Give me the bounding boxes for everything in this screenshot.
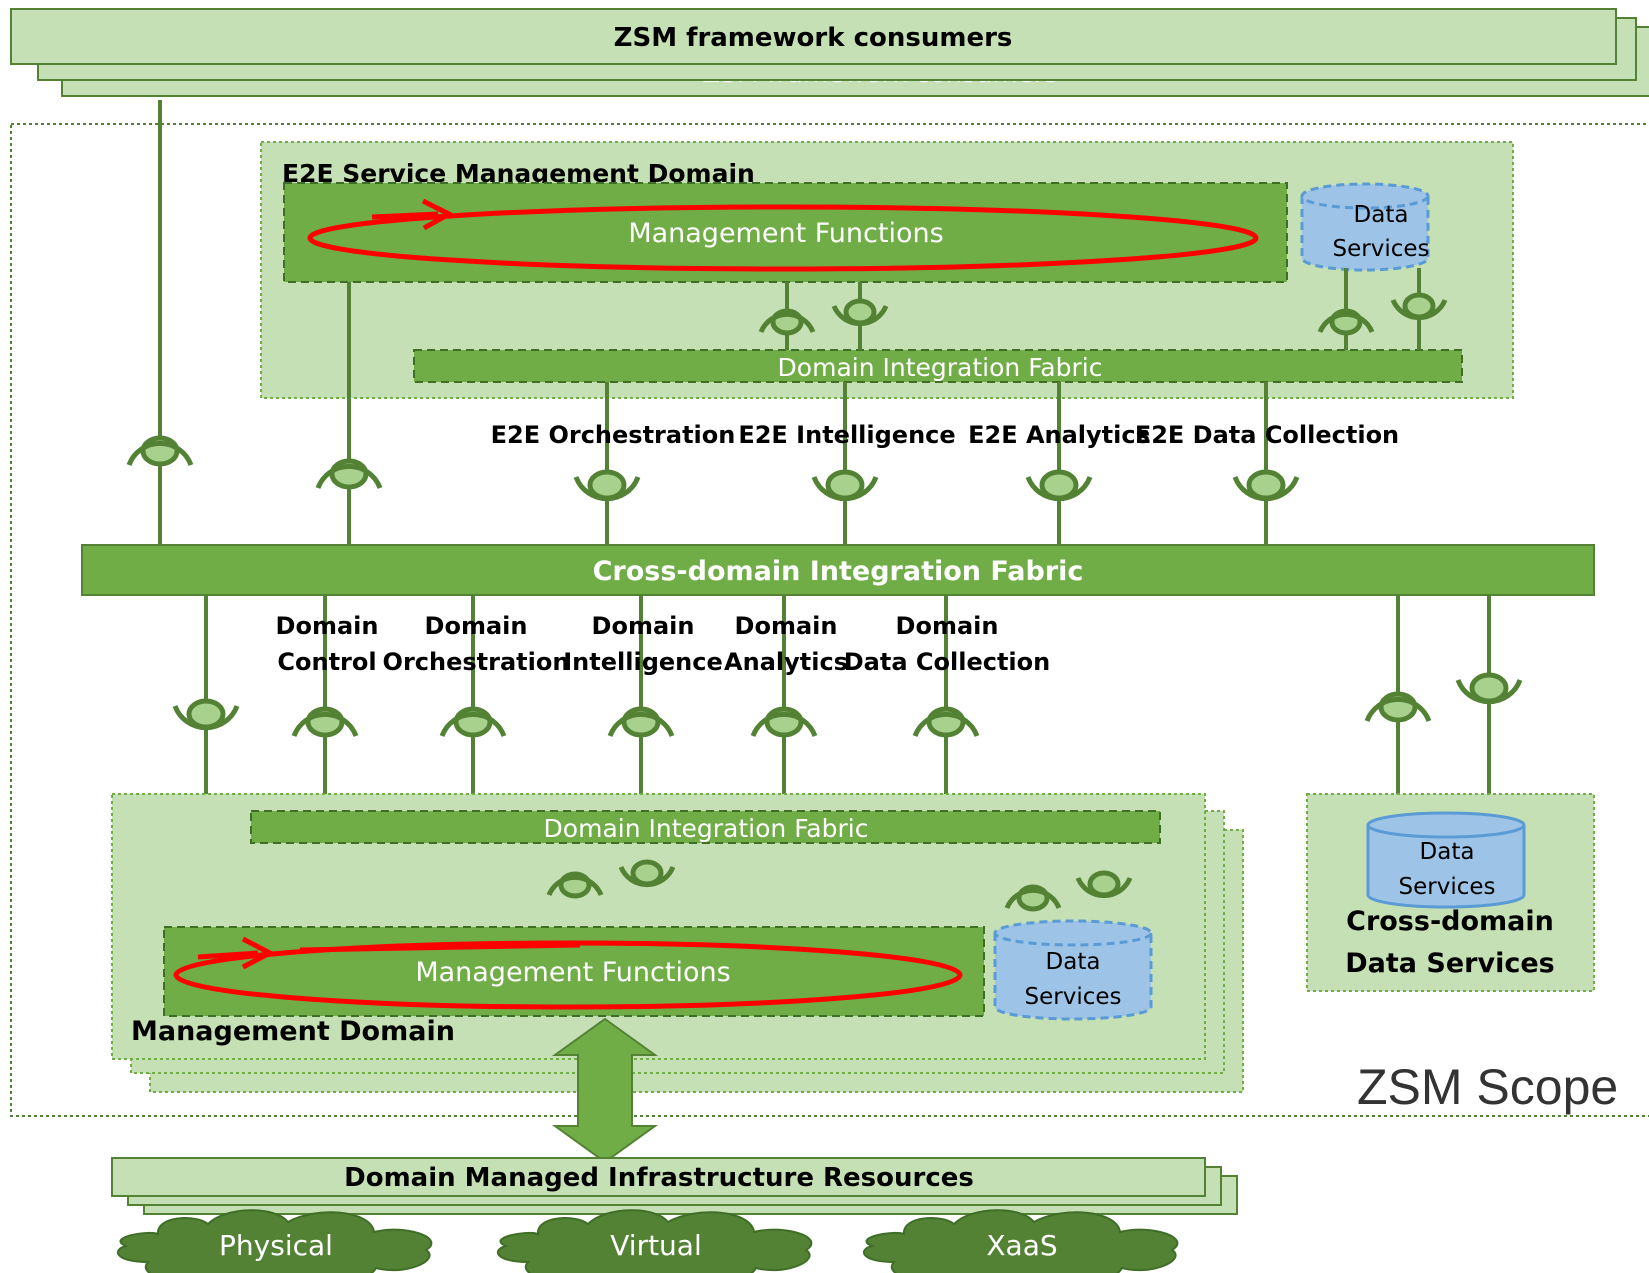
physical-cloud: Physical — [116, 1209, 433, 1273]
interface-socket — [172, 698, 240, 731]
interface-socket — [1232, 469, 1300, 502]
zsm-scope-boundary — [10, 123, 1649, 1117]
interface-socket — [573, 469, 641, 502]
cross-domain-integration-fabric-label: Cross-domain Integration Fabric — [593, 556, 1084, 587]
management-domain-integration-fabric — [250, 810, 1161, 844]
domain-analytics-line1: Domain — [735, 612, 838, 640]
e2e-management-functions-box — [283, 182, 1288, 283]
management-loop-top-line — [299, 942, 581, 953]
management-domain-integration-fabric-label: Domain Integration Fabric — [544, 814, 869, 843]
e2e-orchestration-label: E2E Orchestration — [491, 421, 736, 449]
infrastructure-stack: Domain Managed Infrastructure Resources — [111, 1157, 1238, 1215]
e2e-loop-arrow — [371, 211, 439, 220]
interface-socket — [1390, 292, 1448, 321]
management-loop-arrow — [197, 950, 259, 960]
interface-socket — [439, 706, 507, 738]
domain-data-collection-line1: Domain — [896, 612, 999, 640]
infrastructure-title: Domain Managed Infrastructure Resources — [344, 1163, 974, 1193]
e2e-data-collection-label: E2E Data Collection — [1135, 421, 1399, 449]
interface-socket — [912, 706, 980, 738]
domain-orchestration-line1: Domain — [425, 612, 528, 640]
domain-orchestration-line2: Orchestration — [383, 648, 570, 676]
interface-socket — [831, 298, 889, 327]
interface-socket — [546, 871, 604, 899]
interface-socket — [1364, 691, 1432, 723]
cross-domain-data-title-line1: Cross-domain — [1346, 906, 1554, 937]
domain-intelligence-line2: Intelligence — [563, 648, 723, 676]
e2e-data-services-line1: Data — [1354, 202, 1409, 228]
interface-socket — [618, 859, 676, 888]
management-data-services: Data Services — [993, 919, 1153, 1021]
interface-socket — [811, 469, 879, 502]
management-domain: Domain Integration Fabric Management Fun… — [111, 793, 1244, 1093]
cross-domain-data-services-line2: Services — [1399, 874, 1496, 900]
cross-domain-data-services-line1: Data — [1420, 839, 1475, 865]
consumers-title: ZSM framework consumers — [614, 23, 1013, 53]
xaas-cloud: XaaS — [862, 1209, 1179, 1273]
domain-control-line1: Domain — [276, 612, 379, 640]
interface-socket — [126, 435, 194, 467]
xaas-label: XaaS — [986, 1229, 1057, 1262]
e2e-data-services-line2: Services — [1333, 236, 1430, 262]
interface-socket — [758, 308, 816, 336]
domain-intelligence-line1: Domain — [592, 612, 695, 640]
virtual-label: Virtual — [610, 1229, 702, 1262]
virtual-cloud: Virtual — [496, 1209, 813, 1273]
zsm-scope-label: ZSM Scope — [1357, 1059, 1618, 1115]
resource-clouds: Physical Virtual XaaS — [116, 1209, 1179, 1273]
physical-label: Physical — [219, 1229, 333, 1262]
management-functions-label: Management Functions — [415, 957, 730, 988]
e2e-service-labels: E2E Orchestration E2E Intelligence E2E A… — [491, 421, 1400, 449]
interface-socket — [750, 706, 818, 738]
consumers-stack: ZSM framework consumers ZSM framework co… — [10, 8, 1649, 97]
interface-socket — [1025, 469, 1093, 502]
domain-service-labels: Domain Control Domain Orchestration Doma… — [276, 612, 1051, 676]
e2e-intelligence-label: E2E Intelligence — [738, 421, 955, 449]
domain-data-collection-line2: Data Collection — [844, 648, 1050, 676]
management-loop-arrowhead — [241, 936, 276, 970]
management-data-services-line2: Services — [1025, 984, 1122, 1010]
interface-socket — [1455, 672, 1523, 705]
domain-control-line2: Control — [277, 648, 376, 676]
e2e-loop-arrowhead — [421, 198, 455, 231]
interface-socket — [291, 706, 359, 738]
e2e-data-services: Data Services — [1300, 182, 1430, 272]
cross-domain-integration-fabric — [81, 544, 1595, 596]
e2e-loop-ellipse — [307, 204, 1259, 272]
cross-domain-data-title-line2: Data Services — [1345, 948, 1554, 979]
interface-socket — [1004, 884, 1062, 912]
interface-sockets — [126, 292, 1523, 912]
e2e-domain: E2E Service Management Domain Management… — [260, 141, 1514, 399]
e2e-management-functions-label: Management Functions — [628, 218, 943, 249]
e2e-domain-integration-fabric-label: Domain Integration Fabric — [778, 353, 1103, 382]
interface-socket — [607, 706, 675, 738]
management-data-services-line1: Data — [1046, 949, 1101, 975]
interface-socket — [1317, 308, 1375, 336]
interface-socket — [1075, 870, 1133, 899]
cross-domain-data-services: Data Services Cross-domain Data Services — [1306, 793, 1595, 992]
e2e-analytics-label: E2E Analytics — [968, 421, 1150, 449]
management-domain-title: Management Domain — [131, 1016, 455, 1047]
e2e-domain-integration-fabric — [413, 349, 1463, 383]
domain-analytics-line2: Analytics — [724, 648, 848, 676]
interface-socket — [315, 458, 383, 490]
